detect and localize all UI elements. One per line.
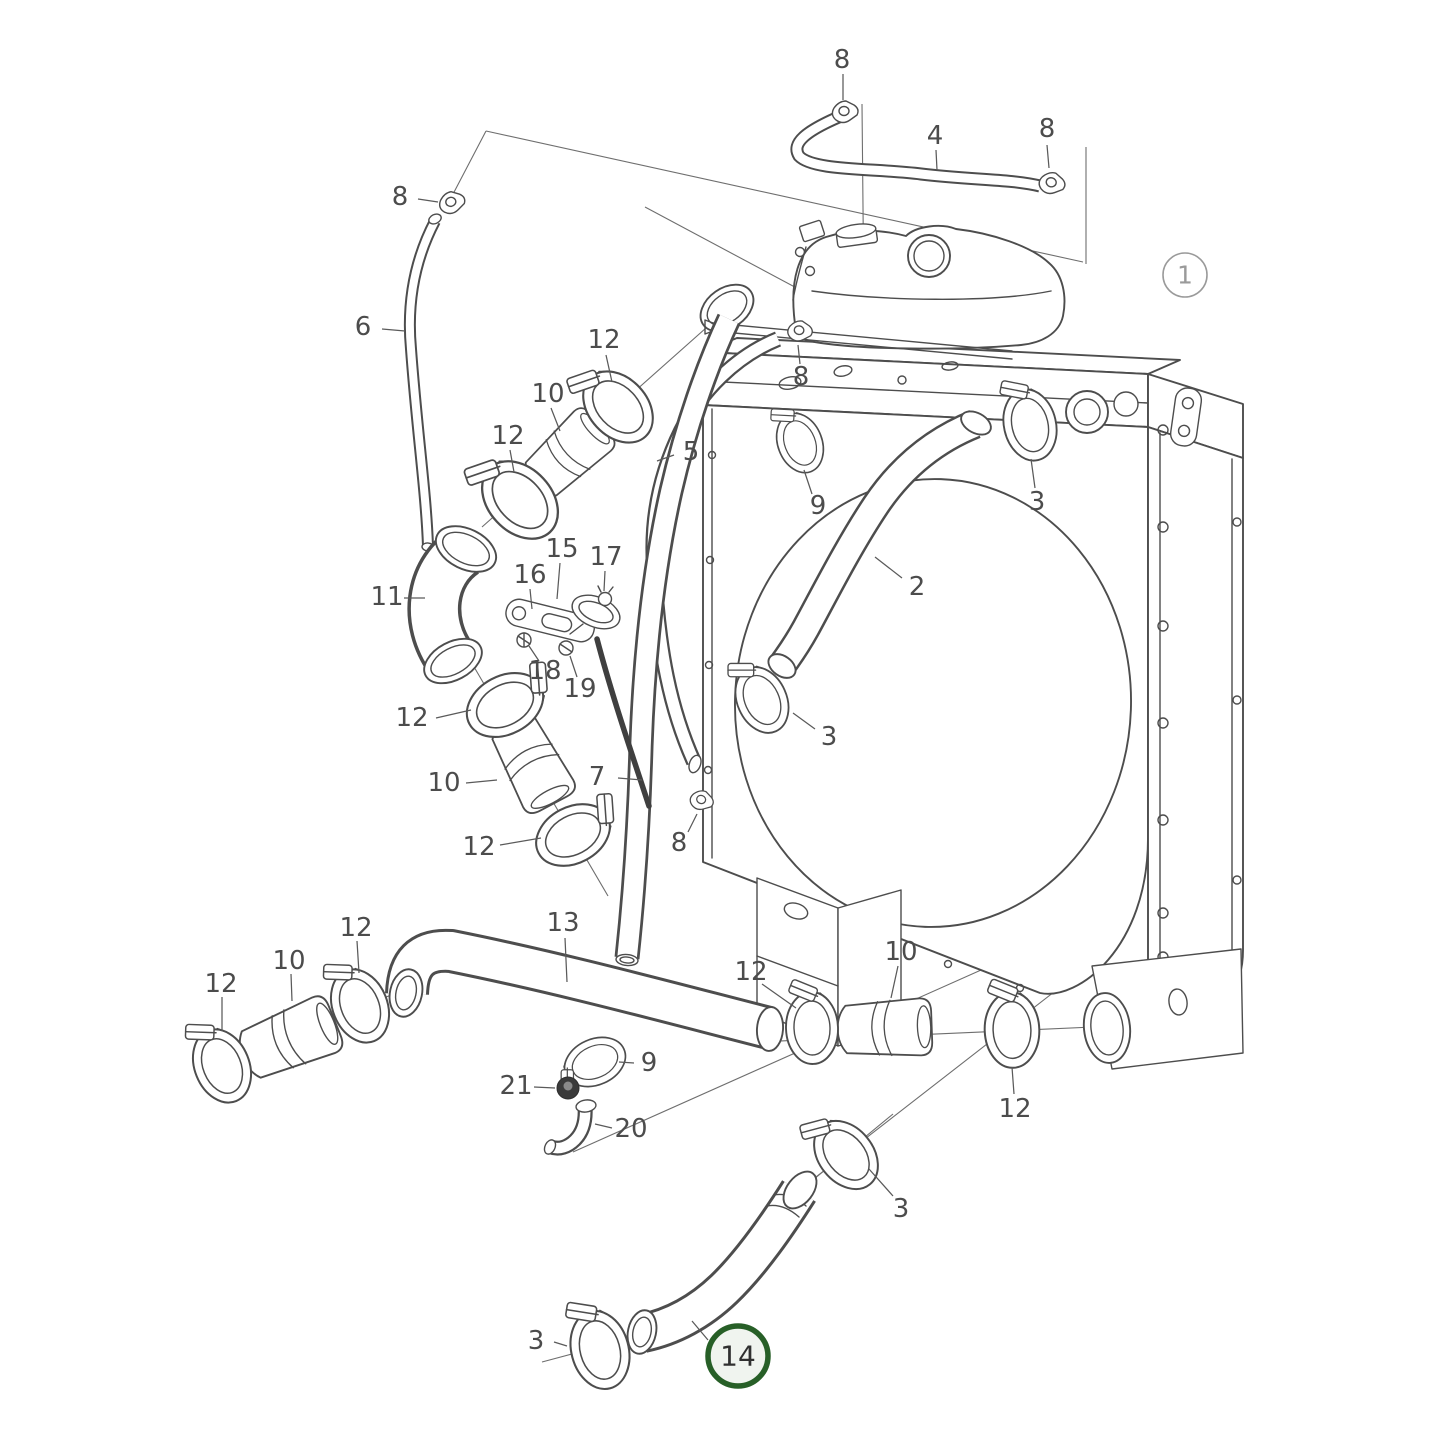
callout-12-23: 12	[462, 832, 495, 862]
callout-12-26: 12	[339, 913, 372, 943]
callout-8-0: 8	[834, 45, 851, 75]
callout-6-4: 6	[355, 312, 372, 342]
callout-12-7: 12	[491, 421, 524, 451]
lower-hose-13	[385, 928, 785, 1052]
callout-12-34: 12	[998, 1094, 1031, 1124]
expansion-tank	[704, 219, 1066, 360]
bolt-19	[558, 640, 574, 656]
callout-5-8: 5	[683, 437, 700, 467]
filler-fitting	[792, 219, 826, 301]
callout-4-1: 4	[927, 121, 944, 151]
tank-cap-rect	[835, 223, 879, 248]
callout-8-9: 8	[793, 362, 810, 392]
callout-11-13: 11	[370, 582, 403, 612]
callout-10-30: 10	[884, 937, 917, 967]
radiator-side-panel	[1147, 426, 1244, 1004]
callout-9-31: 9	[641, 1048, 658, 1078]
callout-2-12: 2	[909, 572, 926, 602]
leader-lines	[221, 74, 1050, 1347]
callout-15-14: 15	[545, 534, 578, 564]
callout-12-5: 12	[587, 325, 620, 355]
highlight-callout-14: 14	[705, 1323, 771, 1389]
callout-18-17: 18	[528, 656, 561, 686]
grommet-21	[556, 1076, 580, 1100]
inlet-port-right	[1065, 390, 1139, 434]
callout-16-15: 16	[513, 560, 546, 590]
callout-17-16: 17	[589, 542, 622, 572]
callout-3-35: 3	[893, 1194, 910, 1224]
overflow-hose-4	[790, 110, 1042, 193]
callout-13-25: 13	[546, 908, 579, 938]
callout-19-18: 19	[563, 674, 596, 704]
callout-3-11: 3	[1029, 487, 1046, 517]
radiator-cap	[907, 234, 951, 278]
reference-callout-label: 1	[1177, 261, 1193, 290]
clip-8-top-right	[1036, 168, 1069, 198]
mounting-tab	[1169, 387, 1203, 447]
bracket-16	[505, 598, 595, 643]
hose-7-accent	[594, 636, 652, 809]
callout-3-22: 3	[821, 722, 838, 752]
callout-8-2: 8	[1039, 114, 1056, 144]
wing-bolt-17	[597, 585, 614, 607]
reference-callout-1: 1	[1162, 252, 1208, 298]
callout-7-21: 7	[589, 762, 606, 792]
clamp-12-left-a	[176, 1006, 263, 1113]
callout-20-33: 20	[614, 1114, 647, 1144]
callout-10-20: 10	[427, 768, 460, 798]
elbow-hose-11	[407, 525, 498, 685]
callout-12-29: 12	[734, 957, 767, 987]
callout-9-10: 9	[810, 491, 827, 521]
outlet-port-bottom	[1082, 992, 1132, 1064]
highlight-callout-label: 14	[720, 1340, 756, 1373]
callout-8-3: 8	[392, 182, 409, 212]
callout-10-27: 10	[272, 946, 305, 976]
bolt-18	[516, 632, 532, 648]
clip-8-left	[436, 188, 468, 216]
clamp-3-hose14-lower	[557, 1288, 639, 1397]
upper-radiator-hose-2	[767, 410, 992, 679]
clip-8-top	[831, 100, 859, 124]
elbow-20	[543, 1099, 597, 1156]
drain-hose-6	[403, 213, 442, 552]
connector-hose-10-right	[835, 997, 934, 1060]
callout-12-19: 12	[395, 703, 428, 733]
callout-3-36: 3	[528, 1326, 545, 1356]
callout-21-32: 21	[499, 1071, 532, 1101]
tank-strap	[704, 319, 1013, 360]
hose-7	[594, 313, 741, 967]
lower-radiator-hose-14	[626, 1170, 818, 1355]
callout-12-28: 12	[204, 969, 237, 999]
radiator-assembly	[699, 283, 1244, 1070]
callout-8-24: 8	[671, 828, 688, 858]
callout-10-6: 10	[531, 379, 564, 409]
